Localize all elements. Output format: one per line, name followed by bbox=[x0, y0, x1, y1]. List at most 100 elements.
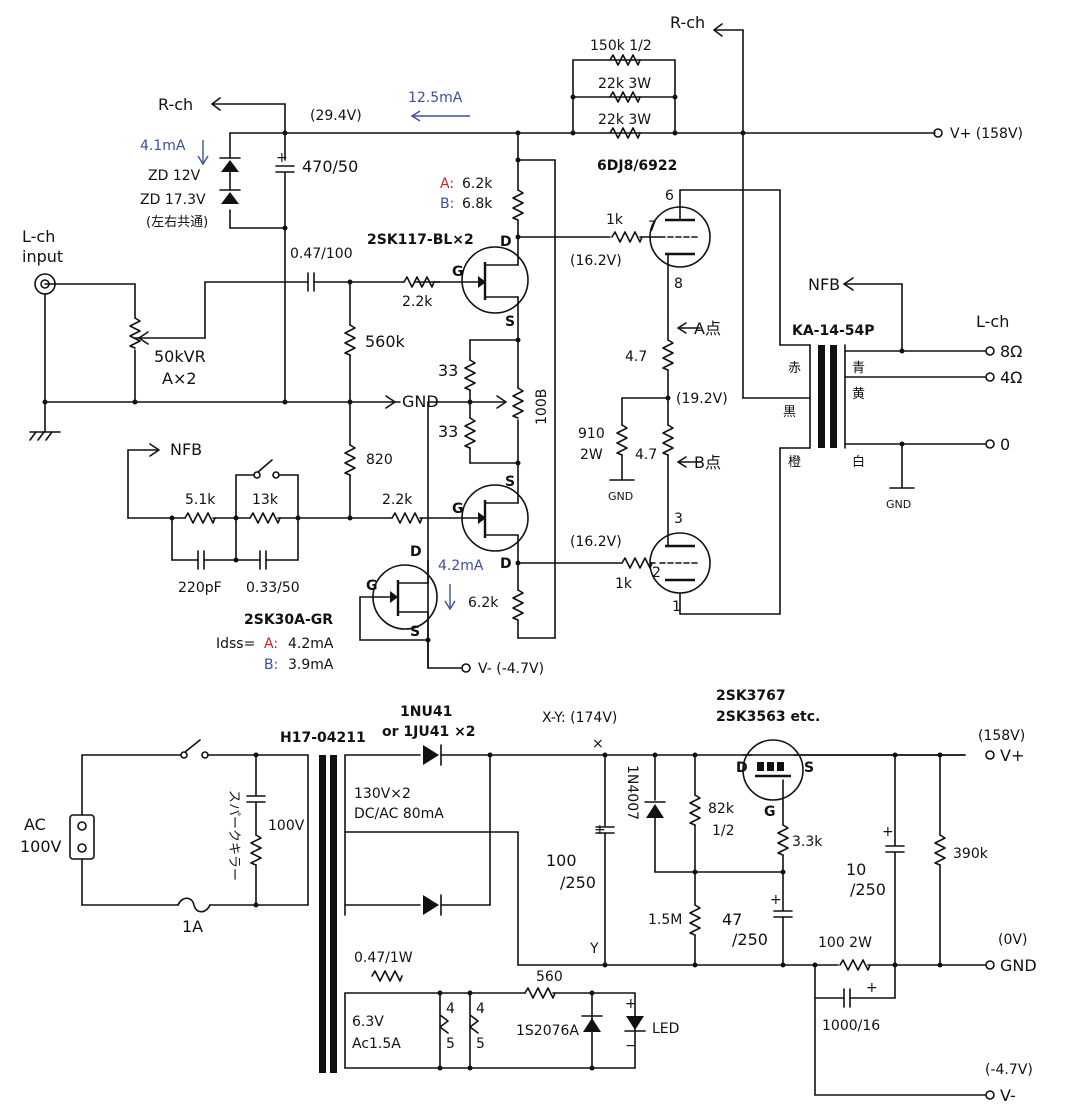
mains-input bbox=[69, 739, 309, 913]
mosfet-2-label: 2SK3563 etc. bbox=[716, 709, 820, 725]
pin7-label: 7 bbox=[648, 219, 657, 235]
b-point-label: B点 bbox=[694, 453, 721, 472]
rb-value: 6.8k bbox=[462, 196, 493, 212]
pin2-label: 2 bbox=[652, 565, 661, 581]
c10-label-1: 10 bbox=[846, 860, 866, 879]
r910w-label: 2W bbox=[580, 447, 603, 463]
r82k-label: 82k bbox=[708, 801, 735, 817]
v158-right-label: (158V) bbox=[978, 728, 1025, 744]
c1000-label: 1000/16 bbox=[822, 1018, 880, 1034]
x-mark: × bbox=[592, 736, 604, 752]
v192-label: (19.2V) bbox=[676, 391, 728, 407]
sec-voltage-label: 130V×2 bbox=[354, 786, 411, 802]
c033-label: 0.33/50 bbox=[246, 580, 300, 596]
lch-input-label-1: L-ch bbox=[22, 227, 55, 246]
r047-label: 0.47/1W bbox=[354, 950, 413, 966]
v0-label: (0V) bbox=[998, 932, 1027, 948]
wire-blue-label: 青 bbox=[852, 361, 865, 376]
diode-2-label: or 1JU41 ×2 bbox=[382, 724, 476, 740]
r82k-w-label: 1/2 bbox=[712, 823, 735, 839]
cathode-network bbox=[609, 319, 701, 526]
r33k-label: 3.3k bbox=[792, 834, 823, 850]
a-point-label: A点 bbox=[694, 319, 721, 338]
current-arrow-icon bbox=[410, 110, 470, 122]
pin4b-label: 4 bbox=[476, 1001, 485, 1017]
spark-killer-label: スパークキラー bbox=[226, 790, 241, 881]
diode-1-label: 1NU41 bbox=[400, 704, 452, 720]
idss-a-label: A: bbox=[264, 636, 278, 652]
r22k-g2-label: 2.2k bbox=[382, 492, 413, 508]
r47b-label: 4.7 bbox=[635, 447, 657, 463]
fet-top-label: 2SK117-BL×2 bbox=[367, 232, 474, 248]
v162-bot-label: (16.2V) bbox=[570, 534, 622, 550]
pin5a-label: 5 bbox=[446, 1036, 455, 1052]
zd17-label: ZD 17.3V bbox=[140, 192, 206, 208]
plus-mark: + bbox=[882, 824, 894, 840]
vplus-top-label: V+ (158V) bbox=[950, 126, 1023, 142]
res-22k-b-label: 22k 3W bbox=[598, 112, 651, 128]
led-label: LED bbox=[652, 1021, 679, 1037]
gnd-910-label: GND bbox=[608, 490, 633, 503]
r100-2w-label: 100 2W bbox=[818, 935, 872, 951]
zener-regulator bbox=[211, 97, 295, 401]
xy-label: X-Y: (174V) bbox=[542, 710, 617, 726]
vplus-right-label: V+ bbox=[1000, 746, 1024, 765]
power-transformer-label: H17-04211 bbox=[280, 730, 366, 746]
jfet-lower-symbol bbox=[439, 479, 656, 639]
out-8-label: 8Ω bbox=[1000, 342, 1022, 361]
wire-orange-label: 橙 bbox=[788, 455, 801, 470]
heater-v-label: 6.3V bbox=[352, 1014, 384, 1030]
pin6-label: 6 bbox=[665, 188, 674, 204]
wire-yellow-label: 黄 bbox=[852, 387, 865, 402]
c047-label: 0.47/100 bbox=[290, 246, 353, 262]
jfet-lower-g: G bbox=[452, 501, 464, 517]
i42-label: 4.2mA bbox=[438, 558, 484, 574]
d1n4007-label: 1N4007 bbox=[624, 765, 640, 820]
r-ch-left-label: R-ch bbox=[158, 95, 193, 114]
wire-black-label: 黒 bbox=[783, 405, 796, 420]
triode-upper-symbol bbox=[649, 189, 781, 346]
r51k-label: 5.1k bbox=[185, 492, 216, 508]
triode-lower-symbol bbox=[649, 447, 781, 615]
volume-pot bbox=[42, 272, 441, 409]
b-plus-rail bbox=[284, 23, 943, 139]
c100-label-2: /250 bbox=[560, 873, 596, 892]
vneg-label: (-4.7V) bbox=[985, 1062, 1033, 1078]
c100-label-1: 100 bbox=[546, 851, 577, 870]
i41-label: 4.1mA bbox=[140, 138, 186, 154]
idss-a-value: 4.2mA bbox=[288, 636, 334, 652]
bias-network bbox=[344, 279, 356, 521]
cs-g: G bbox=[366, 578, 378, 594]
plus-mark: + bbox=[866, 980, 878, 996]
c220p-label: 220pF bbox=[178, 580, 222, 596]
nfb-out-label: NFB bbox=[808, 275, 840, 294]
res-22k-a-label: 22k 3W bbox=[598, 76, 651, 92]
down-arrow-icon bbox=[444, 584, 456, 611]
pin4a-label: 4 bbox=[446, 1001, 455, 1017]
ripple-filter bbox=[517, 739, 995, 971]
r390k-label: 390k bbox=[953, 846, 989, 862]
idss-b-label: B: bbox=[264, 657, 278, 673]
ac-label-1: AC bbox=[24, 815, 46, 834]
r1k-bot-label: 1k bbox=[615, 576, 633, 592]
c10-label-2: /250 bbox=[850, 880, 886, 899]
mos-s: S bbox=[804, 760, 814, 776]
r100b-label: 100B bbox=[534, 389, 550, 425]
c47-label-2: /250 bbox=[732, 930, 768, 949]
tube-label: 6DJ8/6922 bbox=[597, 158, 677, 174]
idss-label: Idss= bbox=[216, 636, 255, 652]
d1s2076a-label: 1S2076A bbox=[516, 1023, 579, 1039]
pin3-label: 3 bbox=[674, 511, 683, 527]
lch-input-label-2: input bbox=[22, 247, 63, 266]
plus-mark: + bbox=[770, 892, 782, 908]
jfet-upper-symbol bbox=[414, 246, 529, 341]
r33b-label: 33 bbox=[438, 422, 458, 441]
down-arrow-icon bbox=[197, 140, 209, 166]
cs-s: S bbox=[410, 624, 420, 640]
gnd-right-label: GND bbox=[1000, 956, 1037, 975]
mos-g: G bbox=[764, 804, 776, 820]
r560k-label: 560k bbox=[365, 332, 406, 351]
ra-value: 6.2k bbox=[462, 176, 493, 192]
heater-supply bbox=[344, 964, 995, 1100]
